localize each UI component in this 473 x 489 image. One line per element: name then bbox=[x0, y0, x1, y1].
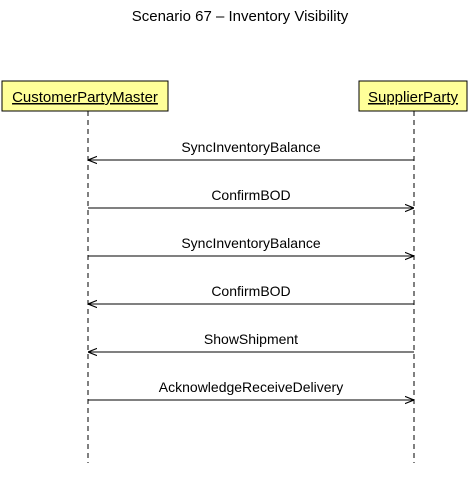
message: ConfirmBOD bbox=[88, 187, 414, 208]
message-label: ShowShipment bbox=[204, 331, 298, 347]
message: SyncInventoryBalance bbox=[88, 235, 414, 256]
lifelines bbox=[87, 111, 415, 463]
message-label: SyncInventoryBalance bbox=[181, 139, 321, 155]
participant-supplier: SupplierParty bbox=[358, 80, 468, 112]
message: AcknowledgeReceiveDelivery bbox=[88, 379, 414, 400]
participant-label: SupplierParty bbox=[368, 89, 459, 106]
message-label: ConfirmBOD bbox=[211, 187, 290, 203]
message-label: AcknowledgeReceiveDelivery bbox=[159, 379, 343, 395]
participant-box bbox=[1, 80, 169, 112]
messages: SyncInventoryBalanceConfirmBODSyncInvent… bbox=[88, 139, 414, 400]
participant-label: CustomerPartyMaster bbox=[12, 89, 158, 106]
participants: CustomerPartyMaster SupplierParty bbox=[1, 80, 468, 112]
message: SyncInventoryBalance bbox=[88, 139, 414, 160]
message-label: ConfirmBOD bbox=[211, 283, 290, 299]
message-label: SyncInventoryBalance bbox=[181, 235, 321, 251]
participant-customer: CustomerPartyMaster bbox=[1, 80, 169, 112]
participant-box bbox=[358, 80, 468, 112]
message: ConfirmBOD bbox=[88, 283, 414, 304]
message: ShowShipment bbox=[88, 331, 414, 352]
diagram-title: Scenario 67 – Inventory Visibility bbox=[132, 8, 349, 25]
